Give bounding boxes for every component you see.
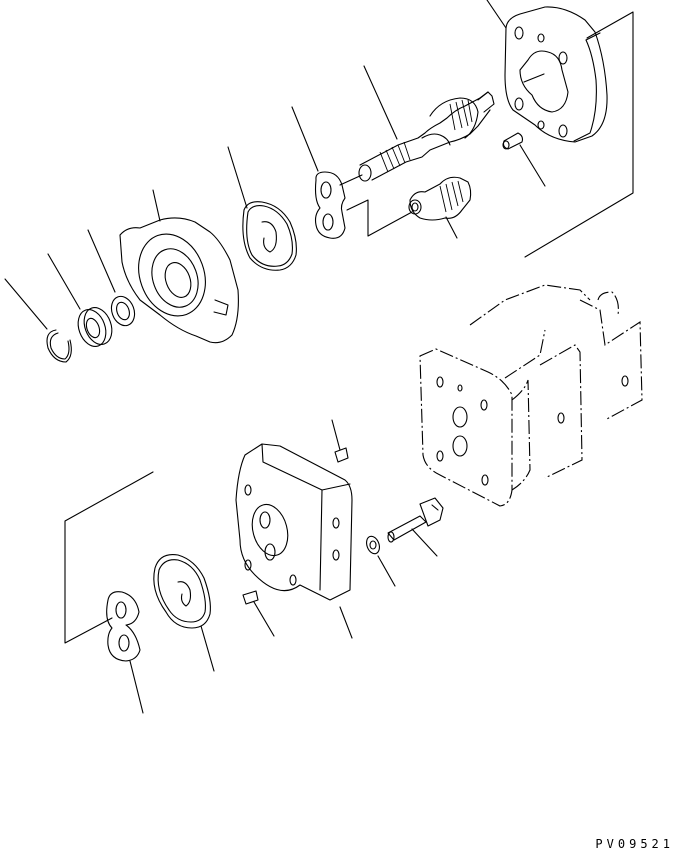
part-flange-plate[interactable]	[486, 0, 608, 143]
part-oil-seal[interactable]	[47, 253, 117, 350]
part-seal-gasket-upper[interactable]	[227, 146, 297, 271]
part-washer[interactable]	[87, 229, 138, 329]
part-driven-gear[interactable]	[346, 176, 472, 239]
group-bracket-upper	[524, 11, 634, 258]
part-gear-case[interactable]	[235, 443, 353, 639]
part-seal-gasket-lower[interactable]	[153, 553, 215, 672]
part-dowel-pin-middle[interactable]	[331, 419, 349, 463]
part-pump-body[interactable]	[419, 284, 643, 507]
part-bushing-plate-upper[interactable]	[291, 106, 346, 239]
part-bolt[interactable]	[387, 497, 444, 557]
part-bushing-plate-lower[interactable]	[106, 591, 144, 714]
part-snap-ring[interactable]	[4, 278, 72, 363]
part-front-cover[interactable]	[119, 189, 239, 344]
part-drive-shaft-gear[interactable]	[339, 65, 495, 186]
drawing-code: PV09521	[595, 837, 674, 851]
part-dowel-pin-upper[interactable]	[502, 132, 546, 187]
group-bracket-lower	[64, 471, 154, 644]
part-washer-bolt[interactable]	[364, 534, 396, 587]
part-dowel-pin-lower[interactable]	[242, 590, 275, 637]
